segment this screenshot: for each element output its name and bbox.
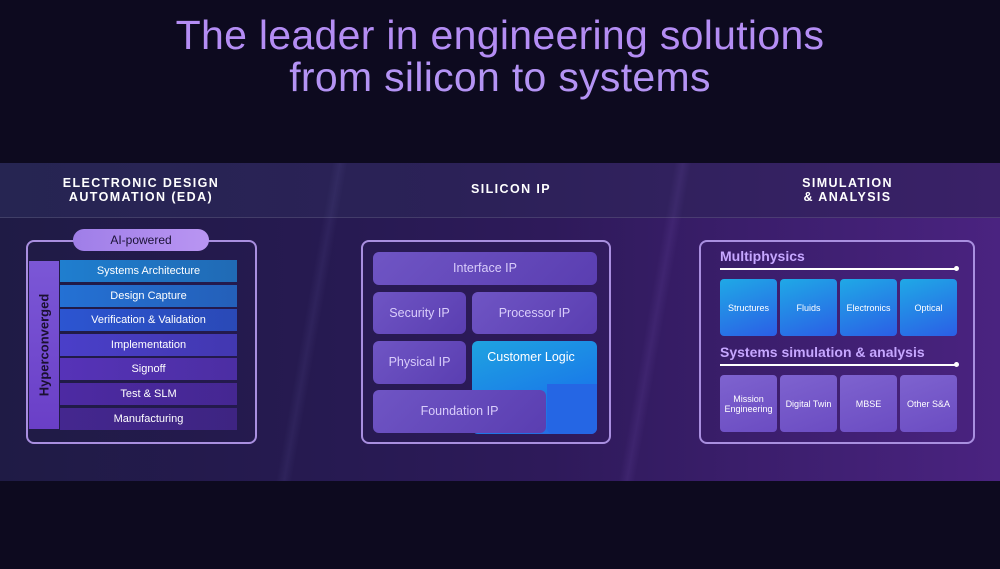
divider-slash: [600, 163, 710, 481]
interface-ip-block: Interface IP: [373, 252, 597, 285]
eda-step: Signoff: [60, 358, 237, 380]
systems-item: Digital Twin: [780, 375, 837, 432]
multiphysics-item: Structures: [720, 279, 777, 336]
multiphysics-rule: [720, 268, 958, 270]
eda-step: Design Capture: [60, 285, 237, 307]
headline: The leader in engineering solutions from…: [0, 14, 1000, 98]
multiphysics-item: Fluids: [780, 279, 837, 336]
ai-powered-badge: AI-powered: [73, 229, 209, 251]
divider-slash: [262, 163, 362, 481]
physical-ip-block: Physical IP: [373, 341, 466, 384]
systems-heading: Systems simulation & analysis: [720, 344, 925, 360]
multiphysics-item: Optical: [900, 279, 957, 336]
security-ip-block: Security IP: [373, 292, 466, 334]
multiphysics-rule-dot: [954, 266, 959, 271]
eda-step: Implementation: [60, 334, 237, 356]
foundation-ip-block: Foundation IP: [373, 390, 546, 433]
eda-step: Test & SLM: [60, 383, 237, 405]
hyperconverged-label: Hyperconverged: [36, 293, 52, 397]
eda-title-line-1: ELECTRONIC DESIGN: [62, 176, 220, 190]
simulation-panel: [699, 240, 975, 444]
customer-logic-label: Customer Logic: [487, 350, 575, 364]
systems-item: Mission Engineering: [720, 375, 777, 432]
systems-rule: [720, 364, 958, 366]
processor-ip-block: Processor IP: [472, 292, 597, 334]
systems-rule-dot: [954, 362, 959, 367]
eda-step: Manufacturing: [60, 408, 237, 430]
hyperconverged-bar: Hyperconverged: [29, 261, 59, 429]
eda-step: Verification & Validation: [60, 309, 237, 331]
headline-line-1: The leader in engineering solutions: [175, 12, 825, 58]
simulation-column-title: SIMULATION & ANALYSIS: [740, 176, 955, 204]
eda-step: Systems Architecture: [60, 260, 237, 282]
eda-title-line-2: AUTOMATION (EDA): [68, 190, 214, 204]
headline-line-2: from silicon to systems: [289, 54, 711, 100]
sim-title-line-2: & ANALYSIS: [803, 190, 892, 204]
systems-item: MBSE: [840, 375, 897, 432]
eda-column-title: ELECTRONIC DESIGN AUTOMATION (EDA): [30, 176, 252, 204]
silicon-ip-panel: [361, 240, 611, 444]
multiphysics-item: Electronics: [840, 279, 897, 336]
systems-item: Other S&A: [900, 375, 957, 432]
multiphysics-heading: Multiphysics: [720, 248, 805, 264]
sim-title-line-1: SIMULATION: [802, 176, 893, 190]
customer-logic-extension: [547, 384, 597, 434]
column-header-strip: [0, 163, 1000, 218]
silicon-ip-column-title: SILICON IP: [471, 182, 551, 196]
